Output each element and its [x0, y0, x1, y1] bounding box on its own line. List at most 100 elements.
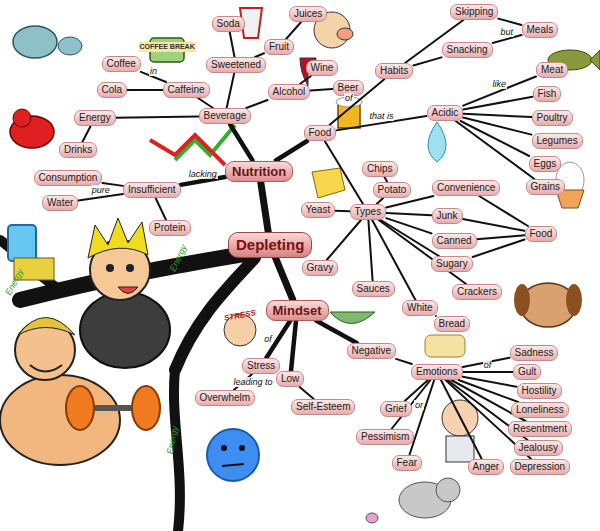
topic-box: Insufficient [123, 182, 181, 198]
topic-box: Convenience [432, 180, 500, 196]
topic-box: Sauces [352, 281, 395, 297]
topic-box: Hostility [517, 383, 562, 399]
branch-connector [463, 118, 531, 135]
mouse [366, 513, 378, 523]
node-text: Food [309, 127, 332, 139]
topic-box: Habits [375, 63, 413, 79]
connector-word: or [414, 400, 424, 410]
potato-chips [312, 168, 345, 198]
emoji-mouth [222, 464, 244, 466]
node-text: Legumes [537, 135, 578, 147]
sad-emoji [207, 429, 259, 481]
topic-box: Juices [289, 6, 327, 22]
topic-box: Stress [242, 358, 280, 374]
main-branch-box: Mindset [266, 300, 329, 321]
node-text: Poultry [537, 112, 568, 124]
branch-connector [198, 98, 213, 108]
drinker-nose [337, 28, 353, 40]
branch-connector [156, 198, 166, 220]
branch-connector [379, 220, 466, 284]
node-text: Wine [311, 62, 334, 74]
node-text: Mindset [273, 303, 322, 318]
trend-arrow [150, 135, 225, 165]
branch-connector [300, 76, 311, 84]
node-text: Pessimism [361, 431, 409, 443]
node-text: Soda [217, 18, 240, 30]
topic-box: Meals [522, 22, 559, 38]
node-text: Resentment [513, 423, 567, 435]
topic-box: Gult [513, 364, 541, 380]
topic-box: Canned [432, 233, 477, 249]
connector-word: pure [91, 185, 111, 195]
topic-box: Negative [347, 343, 396, 359]
topic-box: Junk [432, 208, 463, 224]
topic-box: Eggs [529, 156, 562, 172]
node-text: Potato [378, 184, 407, 196]
node-text: Insufficient [128, 184, 176, 196]
connector-word: of [483, 360, 493, 370]
illustration-caption: COFFEE BREAK [139, 42, 196, 52]
connector-word: lacking [188, 169, 218, 179]
topic-box: Grief [380, 401, 412, 417]
node-text: Energy [79, 112, 111, 124]
branch-connector [463, 97, 532, 110]
node-text: Sauces [357, 283, 390, 295]
node-text: Convenience [437, 182, 495, 194]
topic-box: Beverage [199, 108, 252, 124]
topic-box: Meat [536, 62, 568, 78]
topic-box: Overwhelm [195, 390, 256, 406]
branch-connector [276, 258, 293, 300]
branch-connector [498, 19, 521, 25]
illustration-group [0, 8, 600, 531]
topic-box: Sugary [431, 256, 473, 272]
node-text: Depression [515, 461, 566, 473]
connector-word: of [263, 334, 273, 344]
branch-connector [477, 235, 525, 239]
topic-box: Water [42, 195, 78, 211]
node-text: Emotions [416, 366, 458, 378]
node-text: Grief [385, 403, 407, 415]
node-text: Depleting [236, 236, 304, 254]
topic-box: Grains [526, 179, 565, 195]
topic-box: Sadness [510, 345, 559, 361]
branch-connector [230, 124, 253, 161]
muscle-man-smile [30, 365, 62, 372]
topic-box: Crackers [452, 284, 502, 300]
node-text: Bread [439, 318, 466, 330]
dumbbell-weight [66, 386, 94, 430]
muscle-man-hair [18, 318, 75, 336]
node-text: Skipping [455, 6, 493, 18]
guy-eye [106, 264, 114, 272]
branch-connector [127, 89, 162, 91]
topic-box: Fish [533, 86, 562, 102]
connector-word: that is [368, 111, 394, 121]
teacup [58, 37, 82, 55]
guy-eye [126, 264, 134, 272]
dumbbell-weight [132, 386, 160, 430]
branch-connector [286, 22, 301, 39]
node-text: Negative [352, 345, 391, 357]
connector-word: like [492, 79, 508, 89]
node-text: Gult [518, 366, 536, 378]
node-text: Caffeine [168, 84, 205, 96]
topic-box: Wine [306, 60, 339, 76]
topic-box: Protein [149, 220, 191, 236]
node-text: Eggs [534, 158, 557, 170]
connector-word: leading to [232, 377, 273, 387]
topic-box: Emotions [411, 364, 463, 380]
water-jug [8, 225, 36, 261]
branch-connector [463, 219, 525, 231]
topic-box: Potato [373, 182, 412, 198]
topic-box: Loneliness [511, 402, 569, 418]
branch-connector [276, 141, 307, 161]
connector-word: but [500, 27, 515, 37]
topic-box: Energy [74, 110, 116, 126]
topic-box: Resentment [508, 421, 572, 437]
bread-loaf [425, 335, 465, 357]
water-drop [428, 122, 446, 162]
branch-connector [325, 141, 363, 204]
node-text: Acidic [432, 107, 459, 119]
central-topic: Depleting [228, 232, 312, 258]
connector-word: of [344, 93, 354, 103]
